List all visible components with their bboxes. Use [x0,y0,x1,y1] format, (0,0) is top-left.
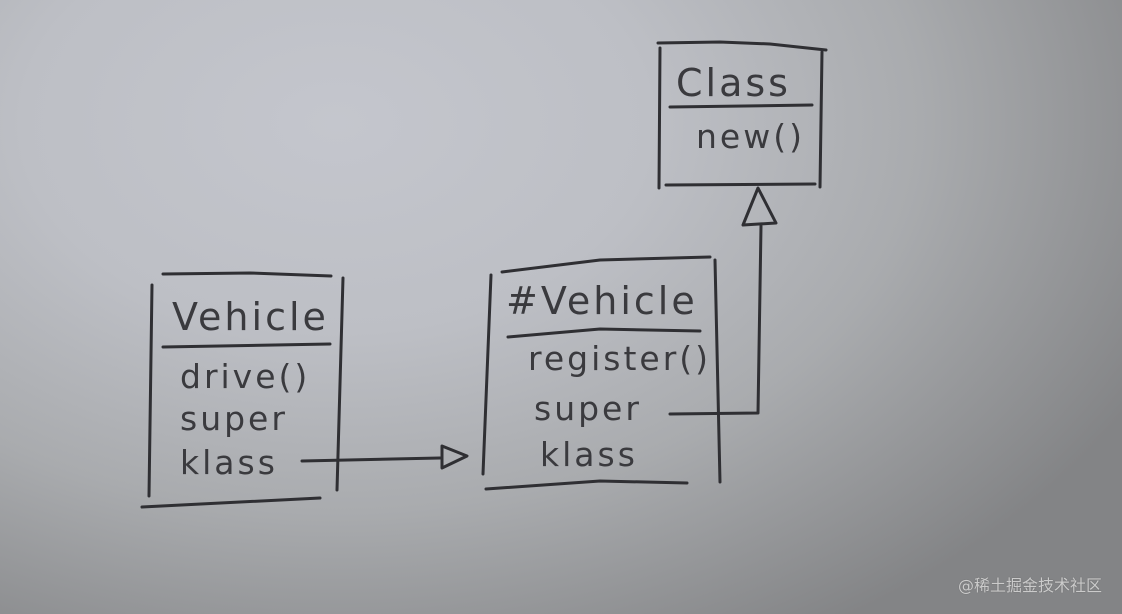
vehicle-member-drive: drive() [180,357,310,396]
class-box-class: Class new() [656,40,828,190]
singleton-box-left-edge [481,273,493,476]
super-arrow-head-icon [741,186,778,227]
class-box-bottom-edge [664,182,817,187]
singleton-box-divider [506,327,702,339]
vehicle-box-right-edge [335,276,345,492]
class-box-right-edge [818,50,824,189]
class-name: Class [676,61,791,105]
class-member: new() [696,117,805,156]
vehicle-box-top-edge [161,271,333,278]
super-arrow-line [668,224,763,416]
vehicle-box-bottom-edge [140,496,322,509]
class-box-divider [668,103,814,109]
vehicle-member-super: super [180,399,288,438]
singleton-box-bottom-edge [484,479,689,491]
singleton-member-register: register() [528,339,711,378]
class-box-left-edge [657,46,662,190]
class-box-top-edge [656,40,828,52]
class-box-vehicle: Vehicle drive() super klass [140,271,345,509]
watermark: @稀土掘金技术社区 [957,576,1102,595]
singleton-box-right-edge [713,258,722,484]
singleton-vehicle-name: #Vehicle [506,279,698,323]
class-box-singleton-vehicle: #Vehicle register() super klass [481,255,722,491]
relation-klass-arrow [300,444,469,470]
klass-arrow-head-icon [440,444,469,470]
relation-super-arrow [668,186,778,416]
vehicle-name: Vehicle [172,295,329,339]
singleton-member-klass: klass [540,435,638,474]
klass-arrow-line [300,456,442,463]
vehicle-member-klass: klass [180,443,278,482]
singleton-member-super: super [534,389,642,428]
vehicle-box-divider [161,342,332,349]
singleton-box-top-edge [500,255,712,274]
vehicle-box-left-edge [147,283,154,498]
